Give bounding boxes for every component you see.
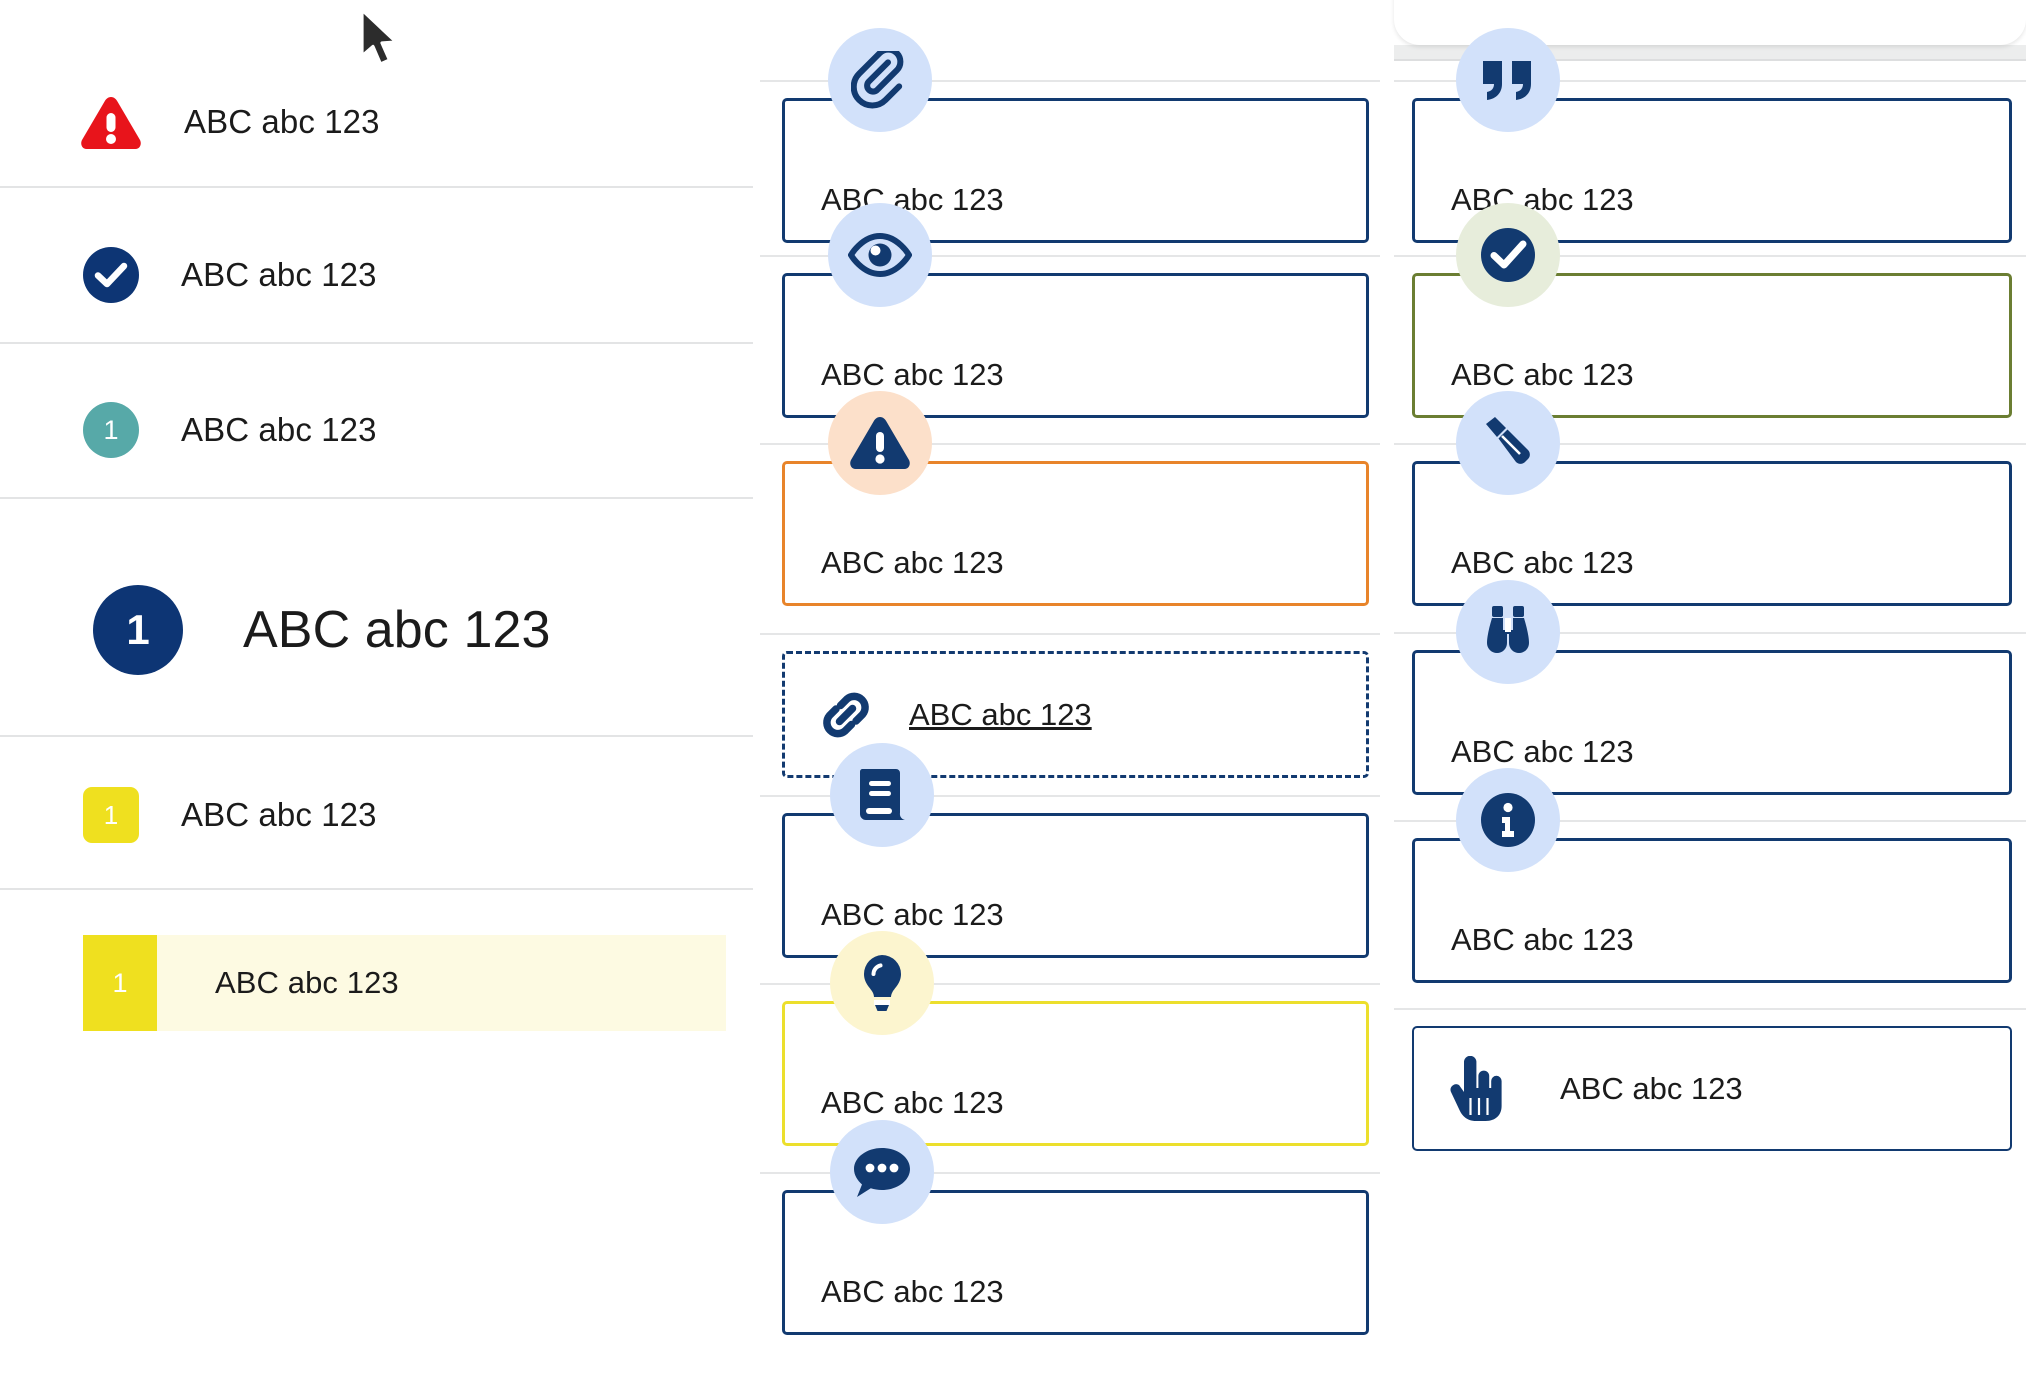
check-circle-icon [1456, 203, 1560, 307]
column-separator [760, 983, 1380, 985]
card-visibility[interactable]: ABC abc 123 [782, 273, 1369, 418]
column-separator [1394, 820, 2026, 822]
column-separator [760, 80, 1380, 82]
link-icon [815, 684, 877, 746]
sidebar-separator [0, 497, 753, 499]
info-circle-icon [1456, 768, 1560, 872]
card-label: ABC abc 123 [821, 357, 1004, 392]
column-separator [760, 633, 1380, 635]
card-label: ABC abc 123 [1451, 922, 1634, 957]
sidebar-item-label: ABC abc 123 [184, 103, 380, 140]
sidebar: ABC abc 123 ABC abc 123 1 ABC abc 123 1 … [0, 0, 760, 1392]
card-label: ABC abc 123 [821, 1274, 1004, 1309]
sidebar-item-label: ABC abc 123 [215, 965, 399, 1000]
alert-triangle-icon [80, 95, 142, 149]
column-separator [1394, 1008, 2026, 1010]
sidebar-item-label: ABC abc 123 [181, 411, 377, 448]
eye-icon [828, 203, 932, 307]
column-separator [1394, 255, 2026, 257]
paperclip-icon [828, 28, 932, 132]
card-link-label[interactable]: ABC abc 123 [909, 696, 1092, 732]
sidebar-item-label: ABC abc 123 [181, 796, 377, 833]
column-separator [760, 795, 1380, 797]
pointing-hand-icon [1446, 1055, 1504, 1122]
pencil-icon [1456, 391, 1560, 495]
check-circle-icon [83, 247, 139, 303]
number-badge-icon: 1 [83, 402, 139, 458]
card-label: ABC abc 123 [821, 1085, 1004, 1120]
column-separator [1394, 80, 2026, 82]
warning-icon [828, 391, 932, 495]
sidebar-separator [0, 186, 753, 188]
card-label: ABC abc 123 [1451, 357, 1634, 392]
card-edit[interactable]: ABC abc 123 [1412, 461, 2012, 606]
number-badge-icon: 1 [83, 935, 157, 1031]
sidebar-separator [0, 342, 753, 344]
sidebar-item-yellow-badge[interactable]: 1 ABC abc 123 [0, 775, 760, 855]
sidebar-item-check[interactable]: ABC abc 123 [0, 235, 760, 315]
sidebar-item-label: ABC abc 123 [181, 256, 377, 293]
quote-icon [1456, 28, 1560, 132]
column-separator [760, 443, 1380, 445]
card-label: ABC abc 123 [1451, 545, 1634, 580]
comment-dots-icon [830, 1120, 934, 1224]
top-strip-divider [1394, 59, 2026, 61]
sidebar-item-primary[interactable]: 1 ABC abc 123 [0, 575, 760, 685]
number-badge-icon: 1 [93, 585, 183, 675]
lightbulb-icon [830, 931, 934, 1035]
sidebar-separator [0, 735, 753, 737]
card-label: ABC abc 123 [1451, 734, 1634, 769]
column-separator [1394, 443, 2026, 445]
column-separator [760, 255, 1380, 257]
sidebar-item-label: ABC abc 123 [243, 601, 551, 659]
card-action[interactable]: ABC abc 123 [1412, 1026, 2012, 1151]
sidebar-item-teal-badge[interactable]: 1 ABC abc 123 [0, 390, 760, 470]
column-separator [1394, 632, 2026, 634]
book-icon [830, 743, 934, 847]
mouse-pointer-icon [358, 8, 404, 75]
sidebar-item-selected[interactable]: 1 ABC abc 123 [83, 935, 726, 1031]
card-label: ABC abc 123 [1560, 1070, 1743, 1106]
card-label: ABC abc 123 [821, 897, 1004, 932]
column-separator [760, 1172, 1380, 1174]
sidebar-item-alert[interactable]: ABC abc 123 [0, 82, 760, 162]
number-badge-icon: 1 [83, 787, 139, 843]
binoculars-icon [1456, 580, 1560, 684]
card-label: ABC abc 123 [821, 545, 1004, 580]
sidebar-separator [0, 888, 753, 890]
